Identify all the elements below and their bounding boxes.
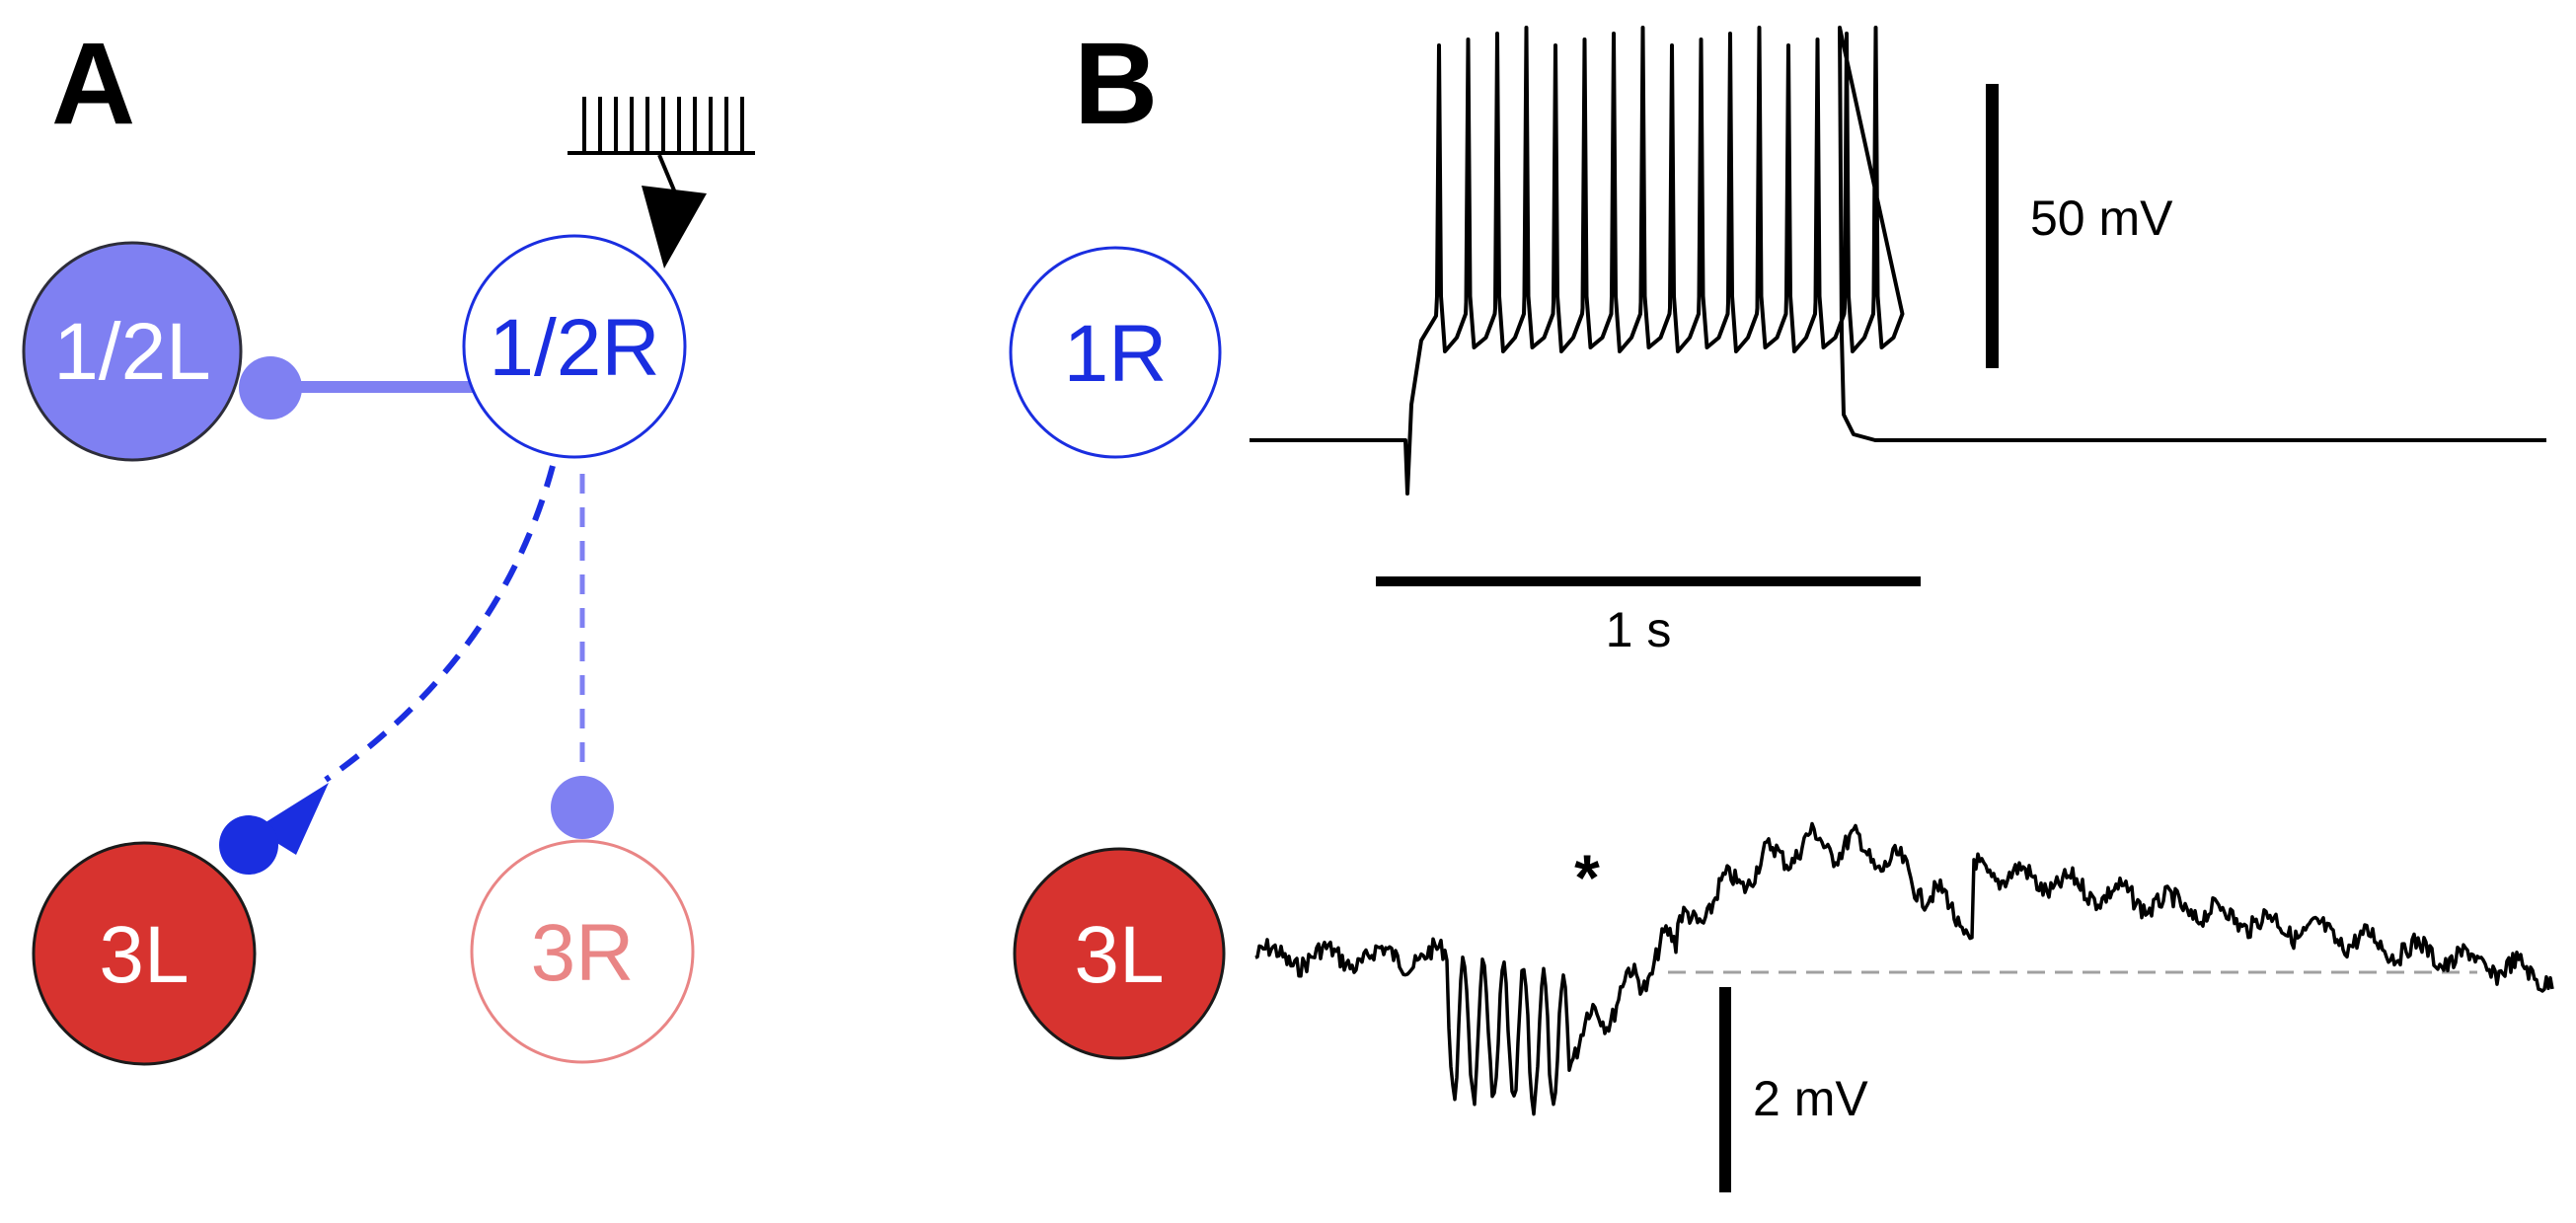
cell-3l-label: 3L <box>1074 910 1164 1000</box>
cell-1r-label: 1R <box>1064 309 1168 399</box>
node-12r: 1/2R <box>462 234 687 459</box>
connection-12r-to-3l <box>219 465 556 875</box>
panel-label-b: B <box>1074 19 1158 149</box>
scale-bar-50mv: 50 mV <box>1986 84 2173 368</box>
event-marker: * <box>1574 841 1600 914</box>
scale-bar-1s: 1 s <box>1376 576 1921 657</box>
node-3l: 3L <box>32 841 257 1066</box>
node-3l-label: 3L <box>99 910 189 1000</box>
stimulus-arrow-icon <box>642 154 707 268</box>
voltage-trace-3l <box>1254 821 2554 1116</box>
panel-label-a: A <box>51 19 135 149</box>
node-12l: 1/2L <box>22 241 243 462</box>
cell-3l: 3L <box>1013 847 1226 1060</box>
connection-12r-to-3r <box>551 474 614 839</box>
scale-label-50mv: 50 mV <box>2030 191 2173 246</box>
scale-bar-2mv: 2 mV <box>1719 987 1868 1192</box>
scale-label-2mv: 2 mV <box>1753 1071 1868 1126</box>
stimulus-comb-icon <box>568 97 755 155</box>
cell-1r: 1R <box>1009 246 1222 459</box>
scale-label-1s: 1 s <box>1606 602 1672 657</box>
node-12r-label: 1/2R <box>489 303 659 393</box>
node-12l-label: 1/2L <box>53 307 211 397</box>
connection-12r-to-12l <box>239 356 474 420</box>
voltage-trace-1r <box>1250 26 2546 496</box>
node-3r-label: 3R <box>531 908 635 998</box>
node-3r: 3R <box>470 839 695 1064</box>
